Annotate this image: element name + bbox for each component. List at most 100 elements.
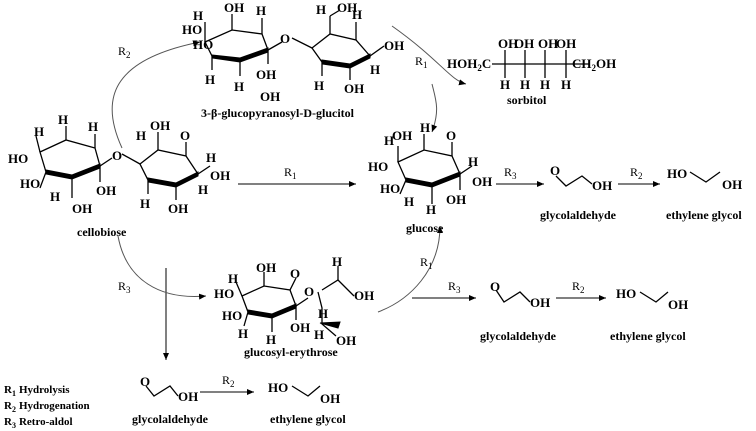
cellobiose-bridge-o: O — [112, 148, 122, 163]
glucose-ho-2: HO — [380, 181, 400, 196]
sorbitol-structure: HOH2C OH OH OH OH H H H H CH2OH — [447, 36, 616, 92]
sorbitol-h-1: H — [500, 77, 510, 92]
ethylene-glycol-ho-1: HO — [667, 166, 687, 181]
glycolaldehyde-structure-1: O OH — [550, 163, 612, 193]
cellobiose-oh-2: OH — [96, 183, 116, 198]
arrow-cellobiose-to-glucitol — [111, 40, 201, 149]
glucose-oh-1: OH — [472, 174, 492, 189]
sorbitol-oh-3: OH — [538, 36, 558, 51]
reaction-label-r2-top: R2 — [118, 44, 131, 60]
glucitol-h-5: H — [316, 2, 326, 17]
glucitol-h-4: H — [256, 3, 266, 18]
glucose-structure: H OH HO HO H O H H H OH OH — [368, 120, 492, 217]
cellobiose-ho-1: HO — [8, 151, 28, 166]
cellobiose-oh-4: OH — [210, 168, 230, 183]
reaction-label-r1-top: R1 — [415, 54, 428, 70]
glycolaldehyde-label-2: glycolaldehyde — [480, 329, 557, 343]
glucosyl-erythrose-label: glucosyl-erythrose — [244, 345, 338, 359]
glucose-label: glucose — [406, 221, 444, 235]
glucosyl-h-4: H — [332, 254, 342, 269]
cellobiose-h-1: H — [34, 124, 44, 139]
arrow-glucosyl-erythrose-to-glucose — [377, 225, 443, 313]
cellobiose-h-2: H — [50, 189, 60, 204]
reaction-label-r3-right: R3 — [504, 165, 517, 181]
reaction-label-r3-lower: R3 — [448, 279, 461, 295]
cellobiose-oh-5: OH — [168, 201, 188, 216]
reaction-label-r3-left: R3 — [118, 279, 131, 295]
glucose-h-4: H — [404, 194, 414, 209]
ethylene-glycol-label-1: ethylene glycol — [666, 208, 742, 222]
glucosyl-oh-bottom: OH — [290, 320, 310, 335]
cellobiose-oh-3: OH — [150, 118, 170, 133]
glycolaldehyde-label-3: glycolaldehyde — [132, 412, 209, 426]
glucosyl-h-6: H — [318, 306, 328, 321]
glucitol-ho-1: HO — [182, 22, 202, 37]
ethylene-glycol-label-2: ethylene glycol — [610, 329, 686, 343]
glucosyl-oh-top: OH — [256, 260, 276, 275]
glucose-oh-top: OH — [392, 128, 412, 143]
glucitol-oh-4: OH — [344, 81, 364, 96]
glucose-h-1: H — [384, 133, 394, 148]
glucitol-h-6: H — [352, 7, 362, 22]
ethylene-glycol-oh-2: OH — [668, 297, 688, 312]
glucose-h-5: H — [468, 154, 478, 169]
glucitol-h-7: H — [314, 78, 324, 93]
reaction-label-r2-bottom: R2 — [222, 373, 235, 389]
glucosyl-o-ring: O — [290, 266, 300, 281]
glucose-oh-2: OH — [446, 192, 466, 207]
glycolaldehyde-oh-1: OH — [592, 178, 612, 193]
glucosyl-h-1: H — [228, 271, 238, 286]
glucitol-bridge-o: O — [280, 31, 290, 46]
glucitol-oh-bottom: OH — [256, 67, 276, 82]
glycolaldehyde-o-2: O — [490, 279, 500, 294]
cellobiose-h-5: H — [136, 128, 146, 143]
glucitol-oh-top: OH — [224, 0, 244, 15]
reaction-label-r1-lower: R1 — [420, 255, 433, 271]
sorbitol-right-group: CH2OH — [572, 56, 616, 73]
sorbitol-oh-4: OH — [556, 36, 576, 51]
cellobiose-structure: H HO HO H H OH H OH O H OH O H OH H OH H — [8, 112, 230, 216]
sorbitol-oh-1: OH — [498, 36, 518, 51]
cellobiose-o-ring: O — [180, 128, 190, 143]
glycolaldehyde-structure-2: O OH — [490, 279, 550, 310]
glucosyl-ho-1: HO — [214, 286, 234, 301]
glycolaldehyde-o-3: O — [140, 374, 150, 389]
glucitol-oh-5: OH — [260, 89, 280, 104]
glucitol-ho-2: HO — [193, 37, 213, 52]
glucosyl-h-3: H — [266, 332, 276, 347]
ethylene-glycol-oh-1: OH — [722, 177, 742, 192]
reaction-label-r1-middle: R1 — [284, 165, 297, 181]
cellobiose-label: cellobiose — [77, 225, 127, 239]
glycolaldehyde-oh-3: OH — [178, 389, 198, 404]
glucosyl-bridge-o: O — [304, 284, 314, 299]
glucitol-oh-3: OH — [384, 38, 404, 53]
sorbitol-label: sorbitol — [507, 93, 547, 107]
glucosyl-oh-1: OH — [354, 288, 374, 303]
cellobiose-oh-1: OH — [72, 201, 92, 216]
glycolaldehyde-oh-2: OH — [530, 295, 550, 310]
ethylene-glycol-structure-2: HO OH — [616, 286, 688, 312]
ethylene-glycol-ho-3: HO — [268, 380, 288, 395]
sorbitol-left-group: HOH2C — [447, 56, 491, 73]
glucosyl-ho-2: HO — [222, 308, 242, 323]
ethylene-glycol-ho-2: HO — [616, 286, 636, 301]
ethylene-glycol-structure-1: HO OH — [667, 166, 742, 192]
glucitol-h-8: H — [370, 62, 380, 77]
ethylene-glycol-structure-3: HO OH — [268, 380, 340, 406]
cellobiose-h-6: H — [206, 150, 216, 165]
arrow-sorbitol-to-glucose — [431, 83, 438, 133]
sorbitol-h-2: H — [520, 77, 530, 92]
glucosyl-erythrose-structure: H HO HO H OH H O OH O H OH OH H H — [214, 254, 374, 348]
glucitol-h-2: H — [205, 72, 215, 87]
cellobiose-h-3: H — [58, 112, 68, 127]
glucose-h-3: H — [426, 202, 436, 217]
glucitol-structure: H HO HO H OH H H OH O H OH H OH H OH H O… — [182, 0, 404, 104]
cellobiose-h-4: H — [88, 119, 98, 134]
glucosyl-h-5: H — [314, 327, 324, 342]
glucosyl-h-2: H — [238, 326, 248, 341]
